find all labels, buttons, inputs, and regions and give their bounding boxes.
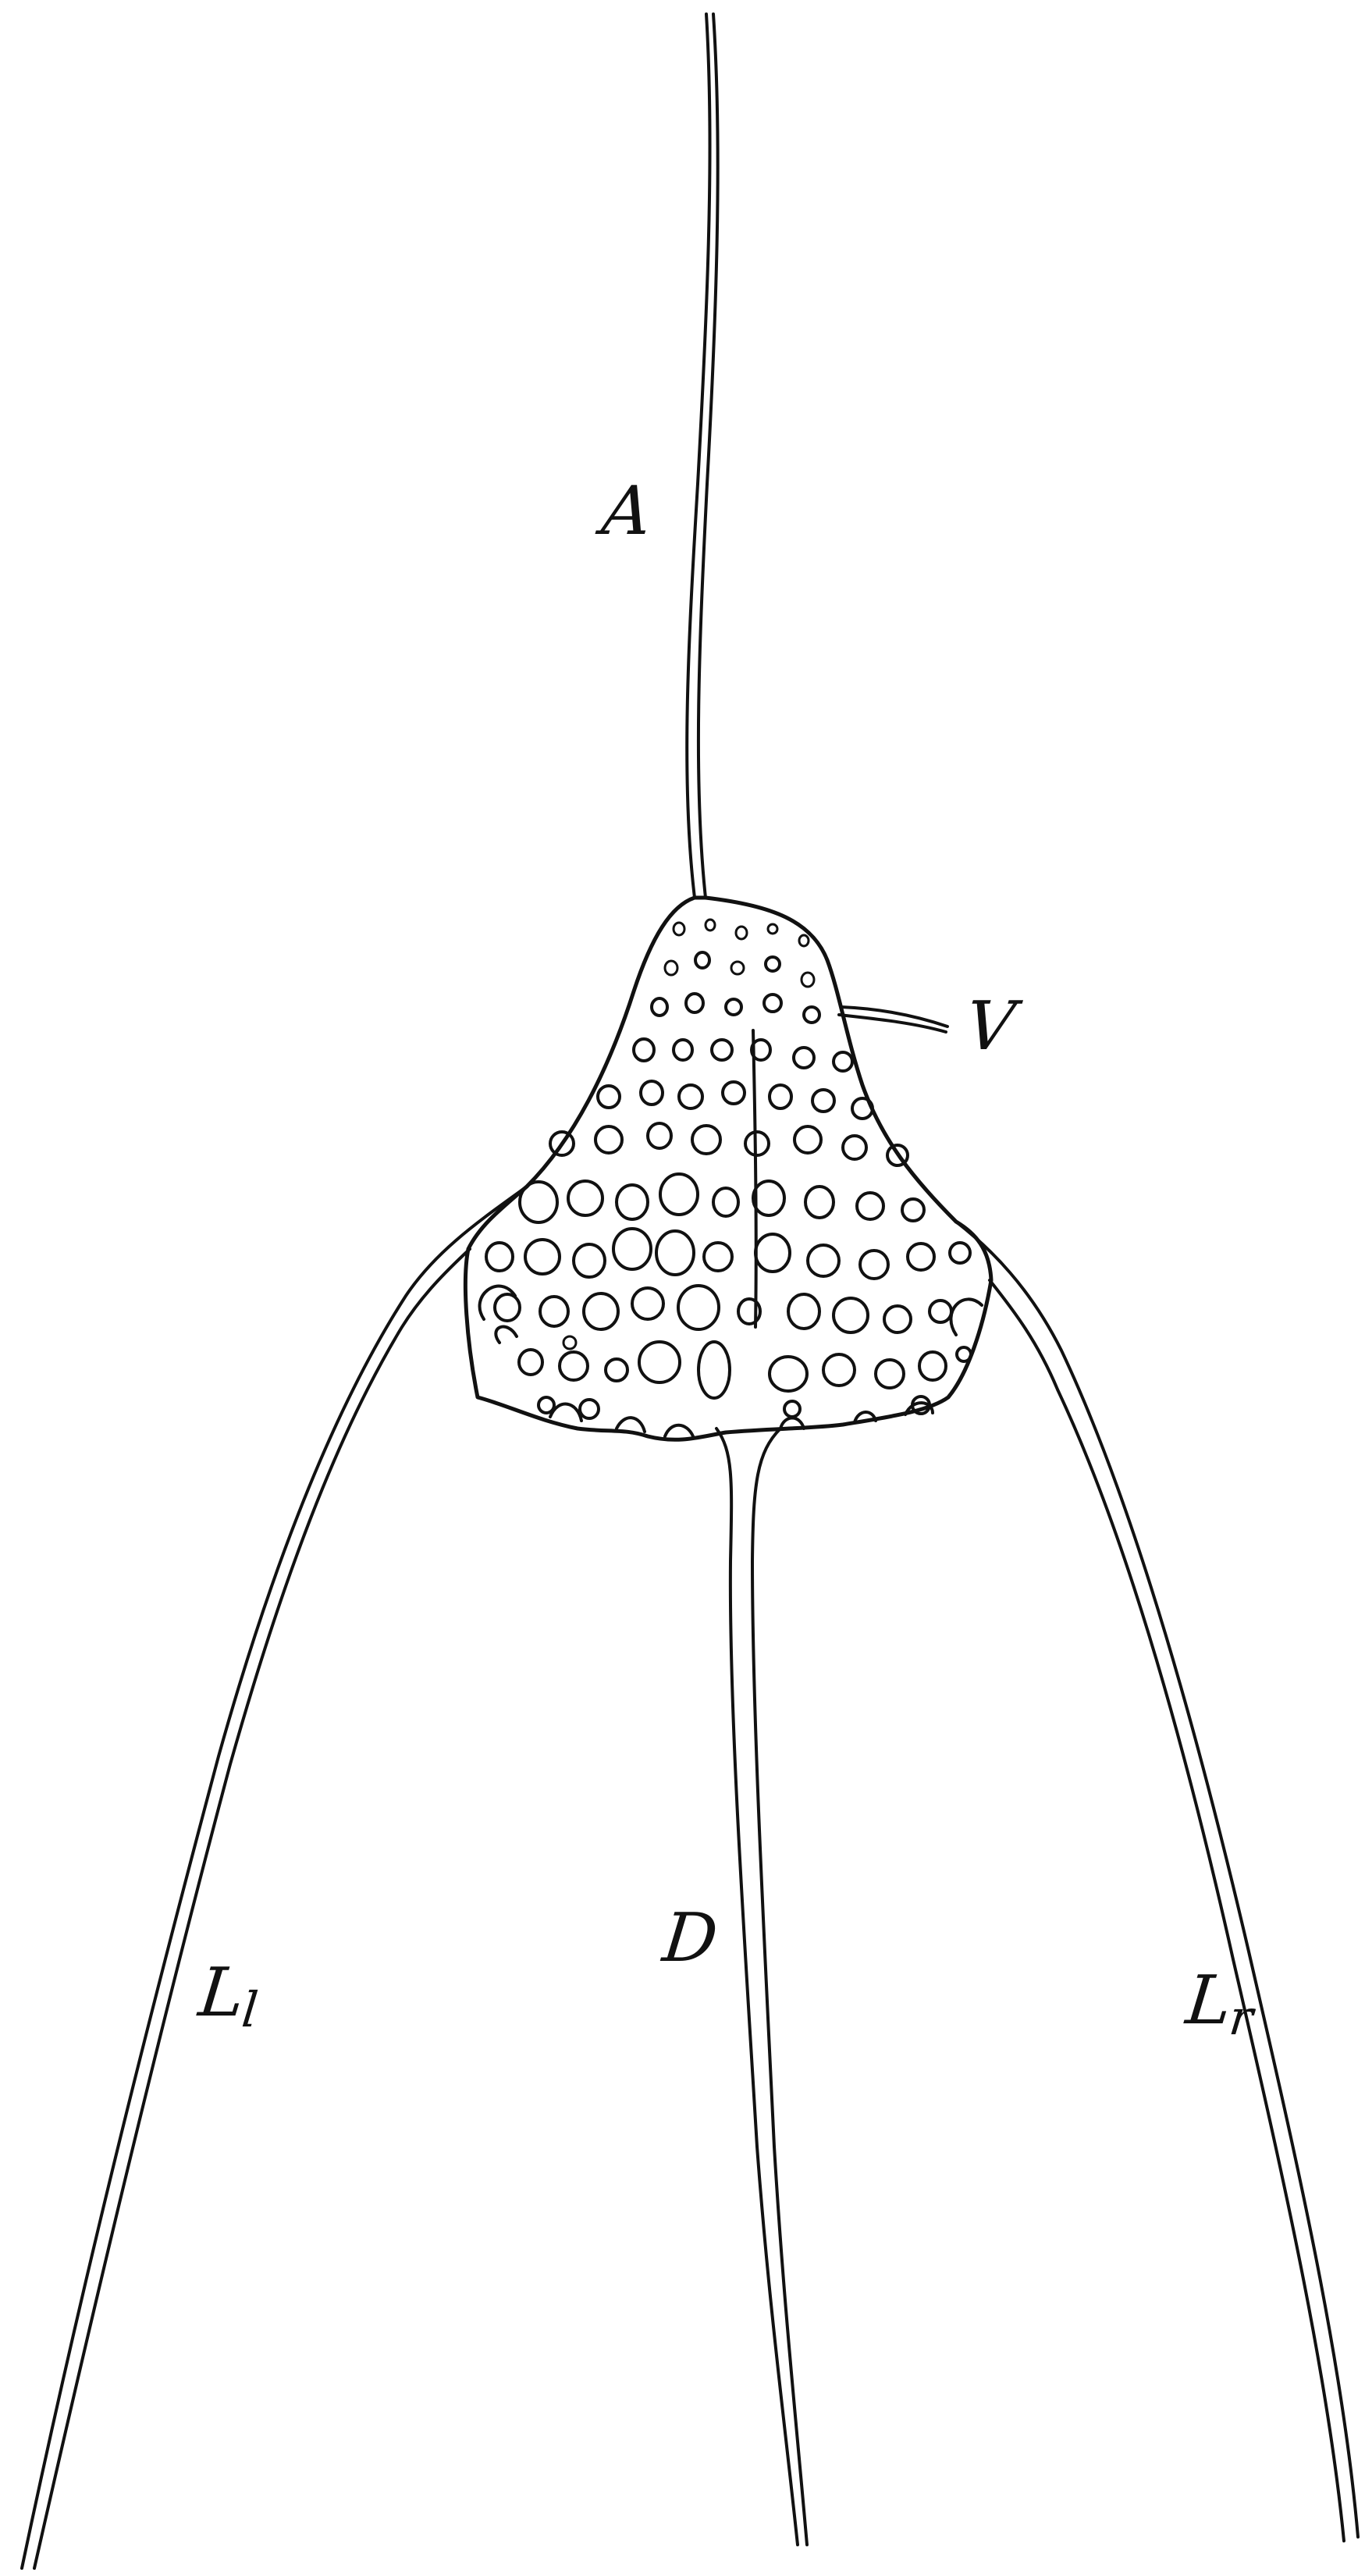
pore [770,1357,807,1391]
pore [794,1048,814,1068]
pore [766,957,780,971]
pore [755,1234,790,1272]
pore [568,1181,603,1215]
pore [799,935,809,946]
pore [745,1132,769,1155]
pore [679,1085,702,1108]
pore [731,962,744,974]
pore [639,1342,680,1382]
pore [674,923,684,935]
pore [804,1007,819,1023]
pore [794,1126,821,1153]
plate-pores [486,920,971,1418]
pore [753,1181,784,1215]
pore [606,1359,627,1381]
left-lateral-spine [22,1187,527,2568]
pore [648,1123,671,1148]
pore [860,1251,888,1279]
pore [768,924,777,934]
pore [574,1244,605,1277]
pore [770,1085,791,1108]
label-lr: Lr [1182,1967,1258,2042]
pore [695,952,709,968]
pore [788,1294,819,1329]
pore [736,927,747,939]
pore [674,1040,692,1060]
pore [540,1297,568,1326]
pore [834,1298,868,1332]
pore [698,1342,730,1398]
pore [713,1188,738,1216]
pore [823,1354,855,1386]
pore [808,1245,839,1276]
pore [595,1126,622,1153]
pore [908,1244,934,1270]
label-lr-letter: L [1182,1962,1235,2040]
pore [495,1294,520,1321]
pore [802,973,814,987]
pore [634,1039,654,1061]
right-lateral-spine [956,1222,1358,2541]
label-v: V [962,993,1018,1060]
pore [660,1174,698,1215]
label-a: A [599,478,654,545]
pore [805,1187,834,1218]
label-ll-letter: L [195,1954,248,2032]
pore [692,1126,720,1154]
pore [613,1229,651,1269]
pore [784,1401,800,1417]
pore [584,1293,618,1329]
pore [852,1098,873,1119]
pore [857,1193,883,1219]
pore [902,1199,924,1221]
pore [486,1243,513,1271]
label-d: D [659,1905,720,1972]
pore [919,1352,946,1380]
pore [876,1360,904,1388]
pore [834,1052,852,1071]
pore [957,1347,971,1361]
ventral-spine [839,1007,947,1032]
pore [723,1082,745,1104]
pore [652,998,667,1016]
pore [686,994,703,1012]
pore [632,1288,663,1319]
label-ll: Ll [195,1959,263,2034]
pore [678,1286,719,1329]
pore [560,1352,588,1380]
pore [525,1240,560,1274]
pore [617,1185,648,1219]
pore [950,1243,970,1263]
dorsal-spine [716,1429,807,2545]
pore [884,1306,911,1332]
pore [712,1040,732,1060]
pore [764,994,781,1012]
pore [539,1397,554,1413]
pore [665,961,677,975]
pore [704,1243,732,1271]
pore [706,920,715,930]
pore [580,1400,599,1418]
apical-spine [687,14,718,898]
pore [843,1136,866,1159]
central-plate [465,898,991,1439]
pore [656,1231,694,1275]
pore [726,999,741,1015]
pore [930,1300,951,1322]
pore [598,1086,620,1108]
pore [812,1090,834,1112]
pore [641,1081,663,1105]
pore [519,1350,542,1375]
pore [563,1336,576,1349]
